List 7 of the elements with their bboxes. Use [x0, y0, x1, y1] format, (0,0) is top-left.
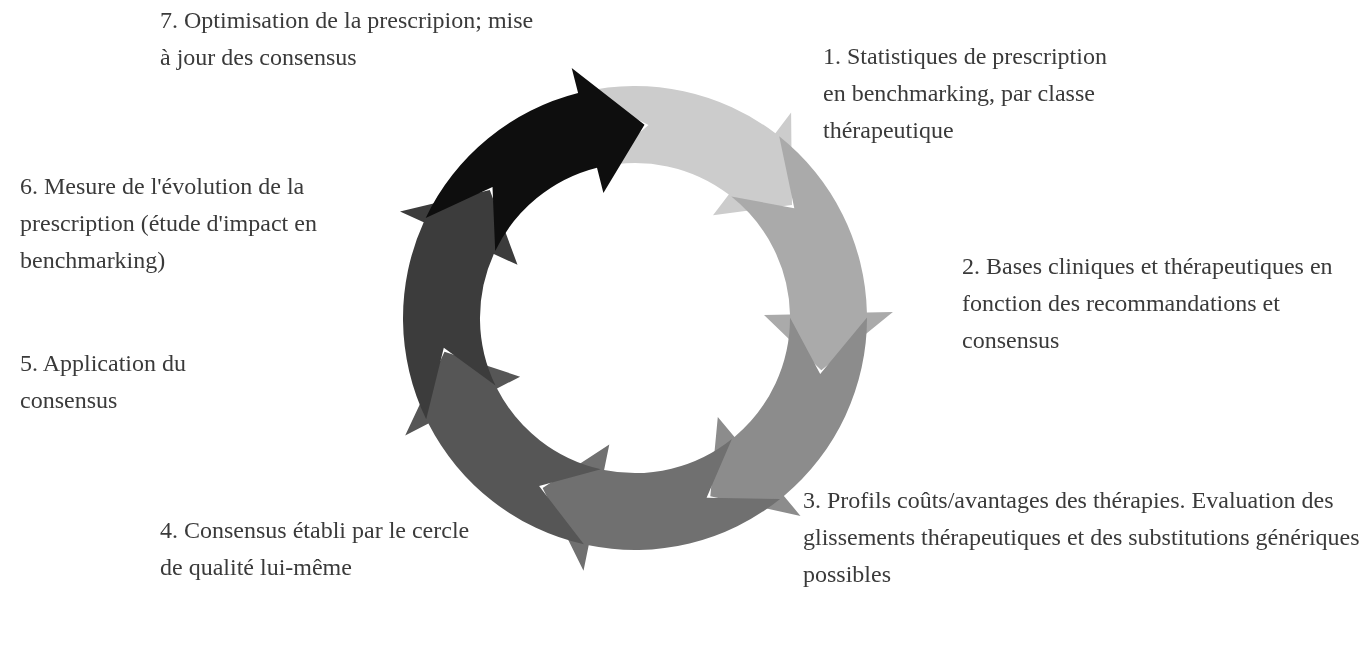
step-label: 4. Consensus établi par le cercle de qualité lui-même — [160, 516, 471, 582]
step-label: 6. Mesure de l'évolution de la prescription (étude d'impact en benchmarking) — [20, 172, 318, 275]
step-label: 2. Bases cliniques et thérapeutiques en fonction des recommandations et consensus — [962, 252, 1334, 355]
step-label: 1. Statistiques de prescription en benchmarking, par classe thérapeutique — [823, 42, 1108, 145]
step-label: 5. Application du consensus — [20, 349, 187, 415]
step-label: 7. Optimisation de la prescripion; mise à jour des consensus — [160, 6, 535, 72]
step-label: 3. Profils coûts/avantages des thérapies. Evaluation des glissements thérapeutiques et des substitutions génériques possibles — [803, 486, 1361, 589]
